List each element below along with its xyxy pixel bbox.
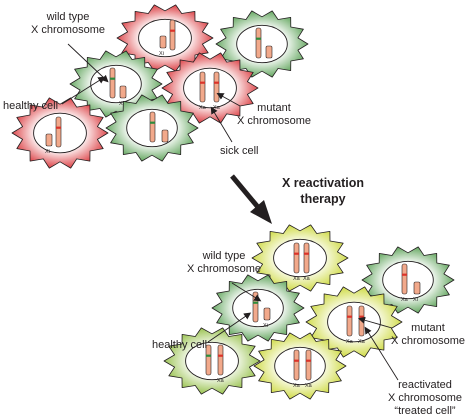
- x-chromosome: [149, 111, 156, 143]
- therapy-label: X reactivation therapy: [282, 176, 364, 206]
- chromosome-label: Xa: [293, 383, 301, 389]
- x-chromosome: [109, 67, 116, 99]
- x-chromosome: Xi: [159, 35, 167, 57]
- bottom-mutant-label: mutant X chromosome: [391, 322, 465, 347]
- x-chromosome: Xa: [303, 242, 311, 282]
- x-chromosome: [161, 129, 169, 143]
- bottom-healthy-pointer: [207, 312, 252, 343]
- bottom-cell-2: [361, 246, 455, 314]
- x-chromosome: Xa: [401, 263, 409, 303]
- x-chromosome: Xa: [293, 242, 301, 282]
- bottom-cell-1: [251, 224, 349, 292]
- x-chromosome: Xi: [45, 133, 53, 155]
- therapy-arrow: [230, 174, 272, 224]
- bottom-healthy-cell-label: healthy cell: [152, 339, 208, 351]
- bottom-cell-6: [253, 332, 347, 400]
- x-chromosome: [169, 19, 176, 51]
- x-chromosome: [255, 27, 262, 59]
- chromosome-label: Xi: [263, 323, 268, 329]
- bottom-wild-type-label: wild type X chromosome: [187, 250, 261, 275]
- top-sick-cell-label: sick cell: [220, 145, 259, 157]
- bottom-mutant-pointer: [357, 316, 393, 329]
- top-sick-pointer: [210, 106, 233, 143]
- x-chromosome: [265, 45, 273, 59]
- x-chromosome: Xa: [346, 305, 354, 345]
- top-mutant-pointer: [216, 92, 241, 107]
- x-chromosome: [205, 344, 212, 376]
- top-healthy-cell-label: healthy cell: [3, 100, 59, 112]
- top-healthy-pointer: [61, 76, 106, 105]
- top-wild-type-label: wild type X chromosome: [31, 11, 105, 36]
- x-chromosome: Xa: [305, 349, 313, 389]
- top-mutant-label: mutant X chromosome: [237, 102, 311, 127]
- chromosome-label: Xa: [305, 383, 313, 389]
- chromosome-label: Xa: [199, 105, 207, 111]
- x-chromosome: Xi: [263, 307, 271, 329]
- chromosome-label: Xa: [401, 297, 409, 303]
- x-chromosome: Xa: [217, 344, 225, 384]
- chromosome-label: Xi: [119, 101, 124, 107]
- chromosome-label: Xi: [159, 51, 164, 57]
- bottom-reactivated-pointer: [364, 326, 399, 381]
- chromosome-label: Xa: [358, 339, 366, 345]
- top-wild-type-pointer: [67, 43, 109, 83]
- chromosome-label: Xi: [45, 149, 50, 155]
- x-chromosome: Xa: [199, 71, 207, 111]
- bottom-wild-type-pointer: [231, 282, 262, 302]
- x-chromosome: Xi: [119, 85, 127, 107]
- chromosome-label: Xi: [413, 297, 418, 303]
- x-chromosome: [55, 116, 62, 148]
- bottom-reactivated-label: reactivated X chromosome “treated cell”: [388, 379, 462, 417]
- chromosome-label: Xa: [346, 339, 354, 345]
- chromosome-label: Xa: [217, 378, 225, 384]
- chromosome-label: Xa: [303, 276, 311, 282]
- chromosome-label: Xa: [293, 276, 301, 282]
- x-chromosome: Xa: [293, 349, 301, 389]
- bottom-cell-4: [305, 286, 403, 358]
- chromosome-label: Xa: [213, 105, 221, 111]
- x-chromosome: Xi: [413, 281, 421, 303]
- bottom-cell-5: [163, 327, 261, 395]
